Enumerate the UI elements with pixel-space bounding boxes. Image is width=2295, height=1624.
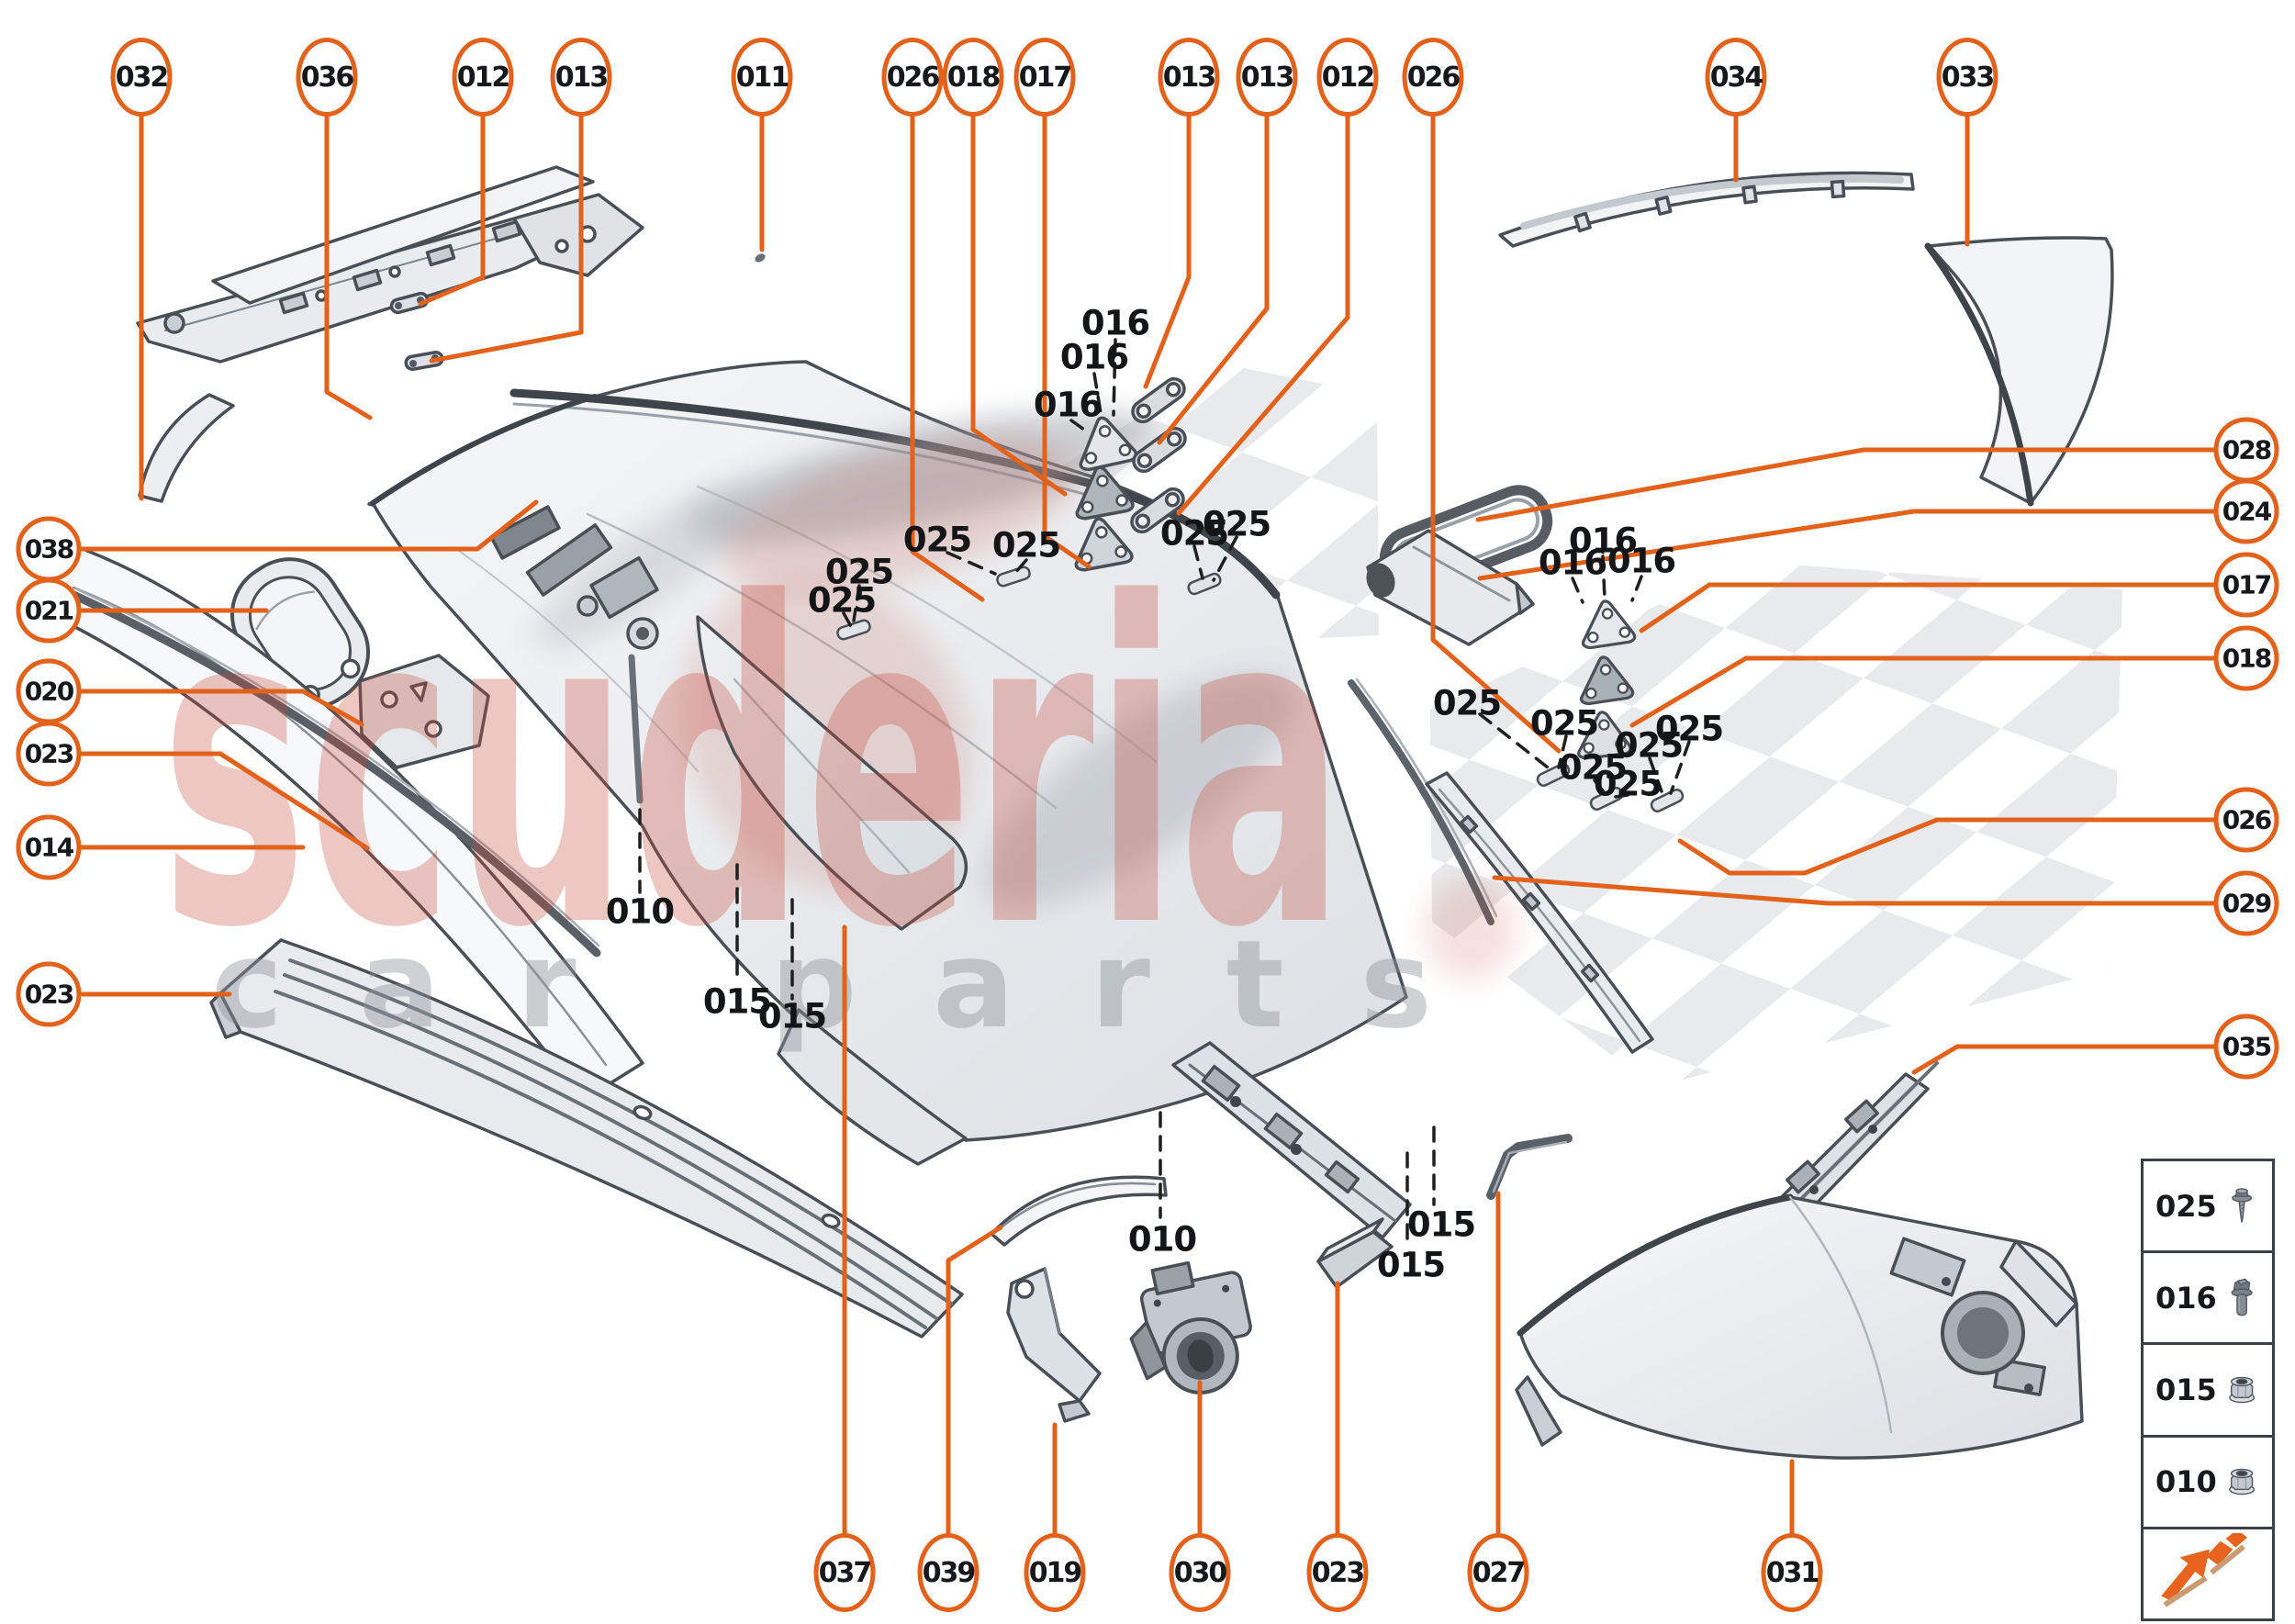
leader-029	[1492, 875, 2217, 906]
part-curved-blade	[1924, 236, 2114, 507]
leader-026-b	[1430, 112, 1562, 754]
part-latch-mechanism	[1129, 1260, 1252, 1394]
leader-013-a	[429, 112, 584, 364]
legend-row-016: 016	[2144, 1253, 2272, 1346]
legend-row-010: 010	[2144, 1438, 2272, 1529]
leader-012-b	[1176, 112, 1350, 516]
direction-arrow-icon	[2161, 1533, 2248, 1608]
part-hook-handle	[1486, 1134, 1573, 1200]
part-tiny-screw	[755, 253, 766, 263]
watermark-title: scuderia	[161, 511, 1345, 1025]
legend-row-direction	[2144, 1529, 2272, 1618]
leader-017-r	[1639, 582, 2217, 633]
leader-012-a	[418, 112, 486, 307]
legend-code: 010	[2155, 1464, 2217, 1500]
legend-code: 015	[2155, 1372, 2217, 1407]
legend-code: 016	[2155, 1280, 2217, 1316]
leader-018-r	[1629, 655, 2217, 728]
fastener-legend: 025 016 015	[2141, 1159, 2275, 1621]
hardware-leader-lines	[638, 338, 1691, 1245]
leader-018-a	[970, 112, 1068, 497]
watermark-subtitle: car parts	[211, 914, 1432, 1056]
part-tonneau-flap-assembly	[136, 165, 644, 503]
leader-036	[324, 112, 373, 420]
callout-leader-lines	[78, 112, 2217, 1539]
leader-026-a	[910, 112, 985, 602]
part-filler-bracket	[1366, 529, 1535, 646]
part-pad	[1316, 1217, 1394, 1289]
flange-nut-icon	[2228, 1468, 2255, 1495]
part-side-rail	[1171, 1041, 1412, 1239]
flange-nut-icon	[2228, 1376, 2255, 1404]
leader-039	[946, 1225, 1003, 1539]
part-roof-panel	[370, 360, 1408, 1166]
brand-watermark: scuderia car parts	[161, 511, 1517, 1056]
leader-013-b	[1143, 112, 1192, 389]
part-curved-trim	[990, 1175, 1168, 1247]
leader-024	[1477, 509, 2217, 581]
part-curved-molding	[69, 588, 601, 958]
part-upper-trim-strip	[1498, 171, 1915, 248]
leader-038	[78, 499, 539, 552]
leader-028	[1475, 447, 2217, 522]
legend-row-025: 025	[2144, 1161, 2272, 1254]
part-triangular-plates-left	[1074, 416, 1138, 572]
part-support-bracket	[1006, 1267, 1102, 1423]
legend-row-015: 015	[2144, 1345, 2272, 1438]
part-narrow-rail	[1425, 771, 1654, 1054]
leader-026-r	[1677, 817, 2217, 876]
tapping-screw-icon	[2231, 1187, 2252, 1223]
leader-017-a	[1042, 112, 1092, 569]
legend-code: 025	[2155, 1188, 2217, 1224]
part-hinge-cluster	[489, 505, 659, 804]
part-edge-clips	[836, 566, 1685, 812]
hex-bolt-icon	[2231, 1278, 2253, 1316]
leader-035	[1911, 1044, 2217, 1075]
part-hinge-links	[1130, 376, 1187, 534]
leader-013-c	[1157, 112, 1270, 445]
leader-023-a	[78, 751, 370, 851]
part-cowl-grille	[209, 938, 964, 1338]
part-triangular-plates-right	[1577, 599, 1637, 760]
leader-020	[78, 689, 364, 727]
part-sail-panel	[1515, 1193, 2084, 1460]
